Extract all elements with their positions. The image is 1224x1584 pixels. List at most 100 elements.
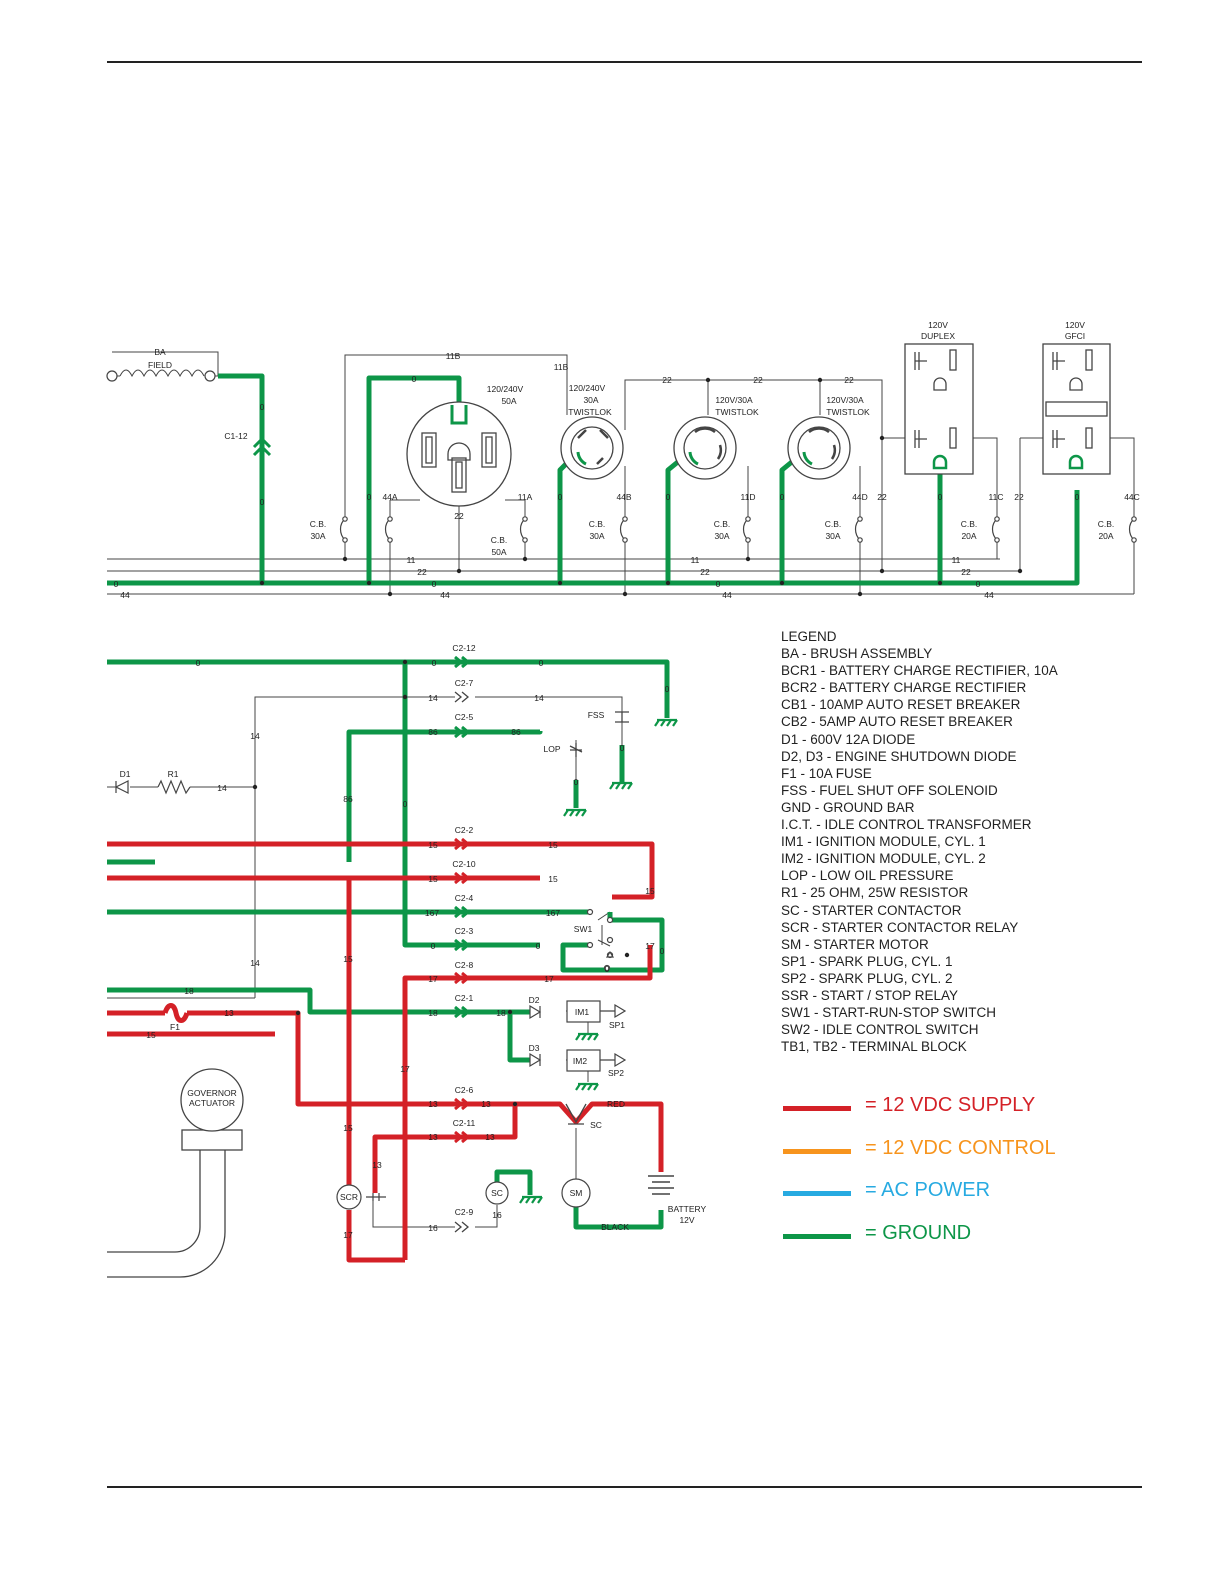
wire-label: 15 — [548, 874, 558, 884]
breaker-symbols — [339, 516, 1137, 543]
wire-label: 0 — [665, 684, 670, 694]
connector-label: C2-1 — [455, 993, 474, 1003]
breaker-rating: 30A — [825, 531, 840, 541]
sm-label: SM — [570, 1188, 583, 1198]
battery-label-2: 12V — [679, 1215, 694, 1225]
wire-label: 17 — [544, 974, 554, 984]
f1-label: F1 — [170, 1022, 180, 1032]
legend-item: I.C.T. - IDLE CONTROL TRANSFORMER — [781, 817, 1032, 833]
twistlok-240-type: TWISTLOK — [568, 407, 612, 417]
starter-contactor-sc — [565, 1103, 587, 1125]
connector-label: C2-11 — [453, 1118, 476, 1128]
wire-label: 18 — [184, 986, 194, 996]
wire-label: 0 — [780, 492, 785, 502]
wire-label: 22 — [961, 567, 971, 577]
legend-item: D2, D3 - ENGINE SHUTDOWN DIODE — [781, 748, 1017, 764]
wire-label: 11 — [407, 555, 416, 565]
connector-label: C2-6 — [455, 1085, 474, 1095]
fss-label: FSS — [588, 710, 605, 720]
breaker-rating: 30A — [589, 531, 604, 541]
sp1-label: SP1 — [609, 1020, 625, 1030]
legend-item: BA - BRUSH ASSEMBLY — [781, 646, 933, 662]
legend-item: GND - GROUND BAR — [781, 799, 915, 815]
wire-label: 44 — [722, 590, 732, 600]
wire-label: 11B — [554, 362, 569, 372]
wire-label: 0 — [432, 579, 437, 589]
duplex-type: DUPLEX — [921, 331, 955, 341]
connector-label: C2-2 — [455, 825, 474, 835]
receptacle-50a-rating: 120/240V — [487, 384, 524, 394]
wire-label: 18 — [428, 1008, 438, 1018]
key-label-control: = 12 VDC CONTROL — [865, 1136, 1056, 1159]
label-ba: BA — [154, 347, 166, 357]
legend-item: FSS - FUEL SHUT OFF SOLENOID — [781, 782, 998, 798]
wire-label: 44 — [120, 590, 130, 600]
wire-label: 15 — [428, 874, 438, 884]
wire-label: 15 — [343, 954, 353, 964]
wire-label: 167 — [546, 908, 560, 918]
starter-motor-sm — [561, 1178, 591, 1208]
wire-label: 22 — [877, 492, 887, 502]
wire-label: 18 — [496, 1008, 506, 1018]
wire-label: 0 — [605, 964, 610, 974]
wire-label: 13 — [372, 1160, 382, 1170]
breaker-label: C.B. — [961, 519, 978, 529]
top-rule — [107, 61, 1142, 63]
legend-item: SC - STARTER CONTACTOR — [781, 902, 962, 918]
legend-item: D1 - 600V 12A DIODE — [781, 731, 916, 747]
wire-label: 11C — [989, 492, 1004, 502]
resistor-r1 — [157, 779, 191, 795]
scr-relay — [336, 1184, 362, 1210]
wire-label: 17 — [645, 941, 655, 951]
ba-terminal-right — [204, 370, 216, 382]
legend-item: IM2 - IGNITION MODULE, CYL. 2 — [781, 851, 986, 867]
breaker-rating: 20A — [961, 531, 976, 541]
gfci-outlet — [1042, 343, 1111, 475]
key-label-supply: = 12 VDC SUPPLY — [865, 1094, 1036, 1116]
legend-title: LEGEND — [781, 629, 837, 644]
wire-label: 15 — [146, 1030, 156, 1040]
sw1-label: SW1 — [574, 924, 593, 934]
wire-label: 13 — [224, 1008, 234, 1018]
key-label-ground: = GROUND — [865, 1221, 972, 1244]
governor-actuator — [107, 1068, 244, 1278]
lop-symbol — [569, 743, 583, 757]
wire-label: 44C — [1124, 492, 1140, 502]
connector-label: C2-8 — [455, 960, 474, 970]
sp2-label: SP2 — [608, 1068, 624, 1078]
wire-label: 15 — [548, 840, 558, 850]
wire-label: 14 — [428, 693, 438, 703]
scr-contact — [366, 1193, 386, 1201]
legend-item: SSR - START / STOP RELAY — [781, 987, 959, 1003]
wire-label: 0 — [938, 492, 943, 502]
receptacle-50a — [406, 401, 512, 507]
receptacle-50a-amps: 50A — [501, 396, 516, 406]
diode-d1 — [114, 780, 129, 794]
twistlok-240v-30a — [560, 416, 624, 480]
wire-label: 14 — [217, 783, 227, 793]
wire-label: 15 — [343, 1123, 353, 1133]
wire-label: 167 — [425, 908, 439, 918]
wire-label: 14 — [250, 958, 260, 968]
legend-item: SCR - STARTER CONTACTOR RELAY — [781, 919, 1019, 935]
gfci-rating: 120V — [1065, 320, 1085, 330]
bottom-rule — [107, 1486, 1142, 1488]
wire-label: 11A — [518, 492, 533, 502]
connector-label: C2-7 — [455, 678, 474, 688]
wire-label: 86 — [511, 727, 521, 737]
key-swatch-supply — [783, 1106, 851, 1111]
wire-label: 44B — [616, 492, 631, 502]
legend-item: BCR1 - BATTERY CHARGE RECTIFIER, 10A — [781, 663, 1058, 679]
breaker-label: C.B. — [1098, 519, 1115, 529]
breaker-label: C.B. — [589, 519, 606, 529]
legend-item: LOP - LOW OIL PRESSURE — [781, 868, 954, 884]
wire-label: 17 — [400, 1064, 410, 1074]
breaker-label: C.B. — [825, 519, 842, 529]
fss-symbol — [615, 711, 629, 723]
connector-label: C2-10 — [452, 859, 475, 869]
ignition-module-im2 — [566, 1049, 627, 1072]
wire-label: 11D — [741, 492, 756, 502]
wire-label: 22 — [1014, 492, 1024, 502]
wire-label: 0 — [536, 941, 541, 951]
